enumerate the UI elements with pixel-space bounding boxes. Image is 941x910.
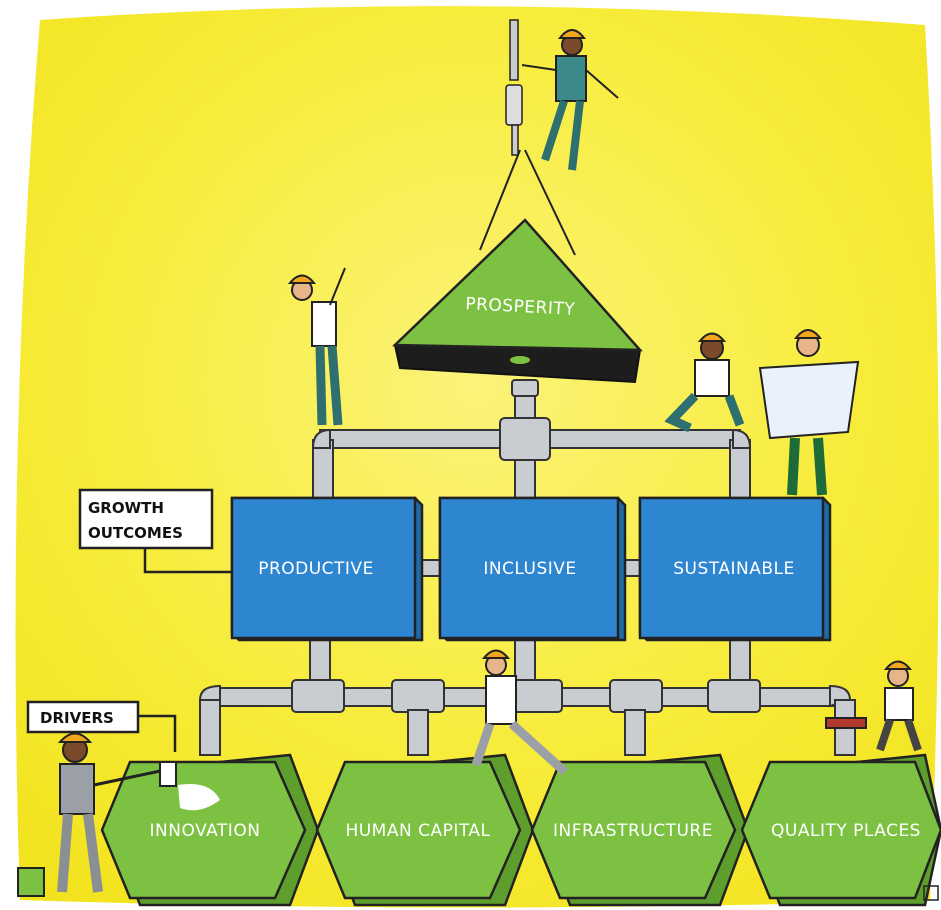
hexagon-human-capital bbox=[315, 753, 535, 907]
driver-label-infrastructure: INFRASTRUCTURE bbox=[553, 821, 713, 841]
outcome-label-inclusive: INCLUSIVE bbox=[483, 559, 576, 579]
growth-outcomes-line1: GROWTH bbox=[88, 499, 164, 517]
worker-painter-figure bbox=[17, 732, 220, 897]
driver-label-quality-places: QUALITY PLACES bbox=[771, 821, 921, 841]
hexagon-infrastructure bbox=[530, 753, 750, 907]
prosperity-triangle bbox=[391, 19, 643, 384]
outcome-label-sustainable: SUSTAINABLE bbox=[673, 559, 794, 579]
worker-reaching-figure bbox=[287, 267, 346, 426]
box-productive bbox=[230, 496, 424, 642]
pipe-network bbox=[198, 379, 856, 756]
drivers-tag-label: DRIVERS bbox=[40, 709, 114, 727]
box-sustainable bbox=[638, 496, 832, 642]
worker-wrench-figure bbox=[825, 660, 922, 752]
callout-growth-outcomes: GROWTH OUTCOMES bbox=[78, 488, 232, 574]
worker-center-figure bbox=[471, 649, 569, 776]
outcome-label-productive: PRODUCTIVE bbox=[258, 559, 374, 579]
hexagon-quality-places bbox=[740, 753, 941, 907]
artist-signature bbox=[923, 885, 939, 901]
driver-label-human-capital: HUMAN CAPITAL bbox=[345, 821, 490, 841]
box-inclusive bbox=[438, 496, 627, 642]
worker-crane-figure bbox=[521, 29, 619, 171]
callout-drivers: DRIVERS bbox=[26, 700, 177, 752]
driver-label-innovation: INNOVATION bbox=[150, 821, 261, 841]
worker-sitting-figure bbox=[664, 332, 745, 433]
growth-outcomes-line2: OUTCOMES bbox=[88, 524, 183, 542]
hexagon-innovation bbox=[100, 753, 320, 907]
worker-blueprint-figure bbox=[758, 329, 860, 496]
